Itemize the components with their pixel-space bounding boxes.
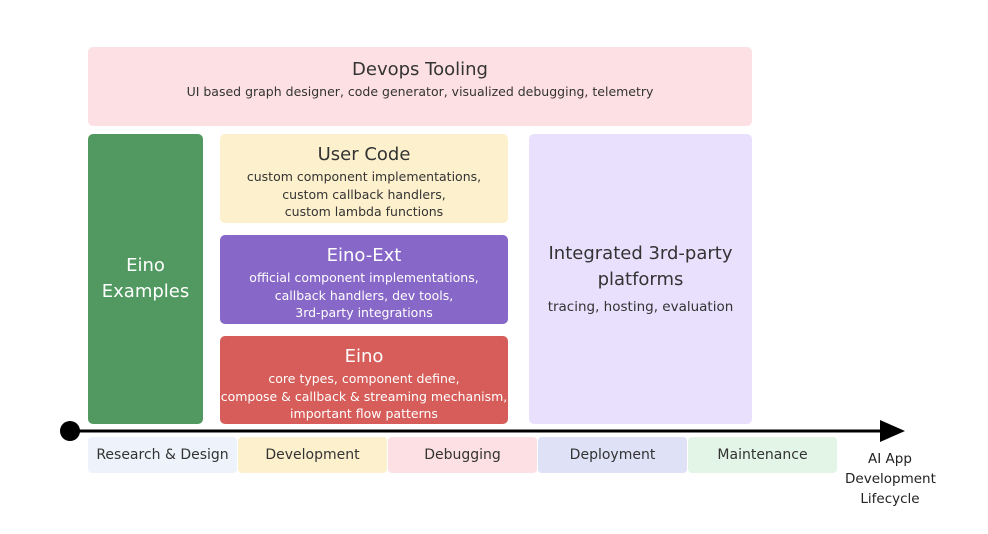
third-party-subtitle: tracing, hosting, evaluation — [547, 299, 734, 316]
eino-ext-title: Eino-Ext — [326, 245, 402, 266]
lifecycle-label: AI App Development Lifecycle — [845, 449, 936, 509]
eino-examples-line1: Eino — [126, 255, 165, 276]
eino-ext-line: 3rd-party integrations — [295, 305, 433, 320]
eino-ext-box: Eino-Ext official component implementati… — [220, 235, 508, 324]
user-code-box: User Code custom component implementatio… — [220, 134, 508, 223]
eino-box: Eino core types, component define, compo… — [220, 336, 508, 424]
timeline-arrowhead-icon — [880, 420, 905, 442]
user-code-title: User Code — [317, 144, 411, 165]
lifecycle-line2: Development — [845, 471, 936, 487]
third-party-title-line1: Integrated 3rd-party — [548, 243, 733, 265]
eino-title: Eino — [344, 346, 384, 367]
eino-examples-box: Eino Examples — [88, 134, 203, 424]
phase-debugging: Debugging — [388, 437, 537, 473]
lifecycle-line1: AI App — [868, 451, 912, 467]
third-party-title-line2: platforms — [597, 269, 684, 291]
user-code-line: custom callback handlers, — [282, 186, 446, 202]
phase-deployment: Deployment — [538, 437, 687, 473]
phase-maintenance: Maintenance — [688, 437, 837, 473]
devops-tooling-subtitle: UI based graph designer, code generator,… — [186, 84, 654, 99]
timeline-start-dot — [60, 421, 80, 441]
third-party-platforms-box: Integrated 3rd-party platforms tracing, … — [529, 134, 752, 424]
devops-tooling-title: Devops Tooling — [352, 59, 488, 80]
user-code-line: custom lambda functions — [284, 204, 444, 219]
phase-research-design: Research & Design — [88, 437, 237, 473]
lifecycle-line3: Lifecycle — [860, 491, 920, 507]
eino-line: compose & callback & streaming mechanism… — [220, 388, 508, 404]
eino-examples-line2: Examples — [101, 281, 190, 302]
eino-ext-line: callback handlers, dev tools, — [274, 287, 454, 303]
phase-development: Development — [238, 437, 387, 473]
eino-line: important flow patterns — [290, 406, 438, 421]
eino-line: core types, component define, — [268, 371, 460, 386]
user-code-line: custom component implementations, — [246, 169, 482, 184]
devops-tooling-box: Devops Tooling UI based graph designer, … — [88, 47, 752, 126]
eino-ext-line: official component implementations, — [249, 270, 479, 285]
